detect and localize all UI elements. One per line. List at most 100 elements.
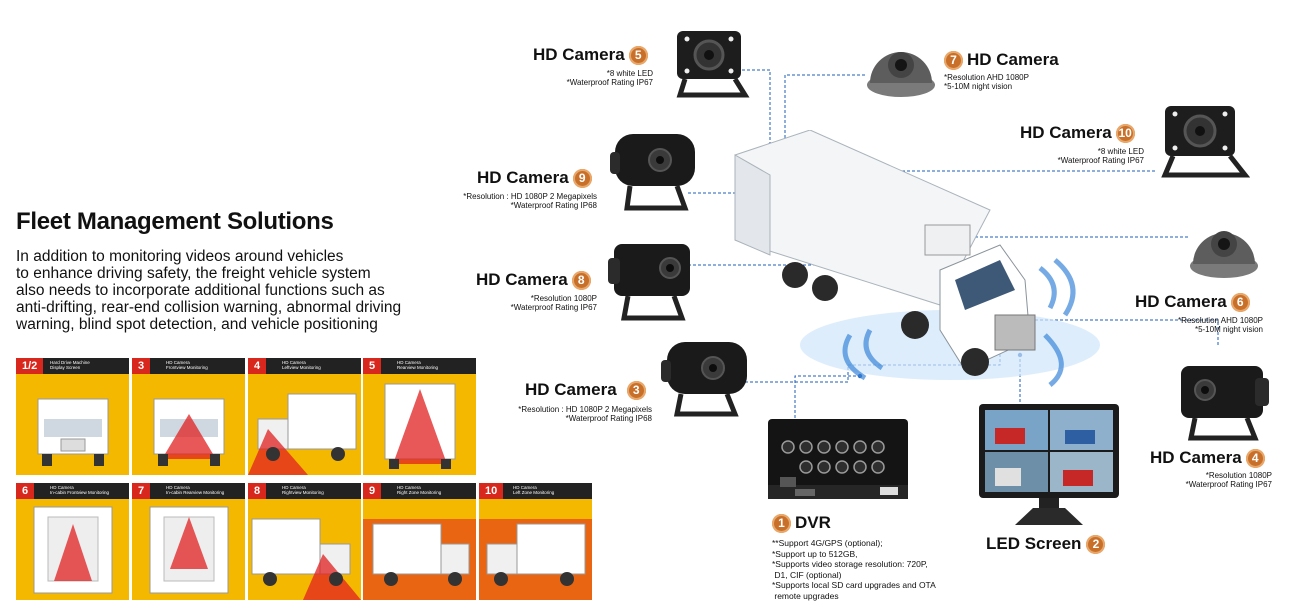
dvr-device-image [768,419,908,499]
truck-rear-illustration [384,383,456,469]
hd-camera-4-image [1181,366,1269,441]
camera-9-specs: *Resolution : HD 1080P 2 Megapixels *Wat… [445,192,597,210]
camera-3-specs: *Resolution : HD 1080P 2 Megapixels *Wat… [500,405,652,423]
camera-label-text: HD Camera [525,380,617,399]
hd-camera-5-image [676,31,750,98]
description-line: In addition to monitoring videos around … [16,248,344,265]
truck-side-illustration [363,519,476,600]
camera-7-specs: *Resolution AHD 1080P *5-10M night visio… [944,73,1029,91]
spec-line: *8 white LED [1097,147,1144,156]
spec-line: *Resolution 1080P [530,294,597,303]
truck-side-illustration [251,518,361,600]
camera-4-specs: *Resolution 1080P *Waterproof Rating IP6… [1162,471,1272,489]
camera-label-text: HD Camera [533,45,625,64]
cargo-interior-illustration [149,506,229,594]
tile-subtitle: In-cabin Rearview Monitoring [166,490,225,495]
led-number-badge: 2 [1086,534,1106,554]
spec-line: *Supports local SD card upgrades and OTA [772,580,936,590]
hd-camera-6-image [1190,231,1258,278]
hd-camera-3-image [661,342,747,417]
camera-4-label: HD Camera 4 [1150,448,1265,468]
led-label-text: LED Screen [986,534,1082,553]
camera-6-specs: *Resolution AHD 1080P *5-10M night visio… [1150,316,1263,334]
tile-title: HD Camera [282,485,306,490]
truck-illustration [734,130,1100,387]
spec-line: *Waterproof Rating IP67 [1185,480,1272,489]
camera-number-badge: 3 [626,380,646,400]
description: In addition to monitoring videos around … [16,248,446,333]
spec-line: *Resolution : HD 1080P 2 Megapixels [518,405,652,414]
description-line: warning, blind spot detection, and vehic… [16,316,378,333]
spec-line: *Waterproof Rating IP68 [510,201,597,210]
tile-title: HD Camera [166,360,190,365]
tile-number: 6 [16,483,35,499]
camera-number-badge: 4 [1245,448,1265,468]
camera-label-text: HD Camera [477,168,569,187]
truck-front-illustration [37,398,109,466]
truck-side-illustration [248,393,357,475]
tile-title: HD Camera [50,485,74,490]
spec-line: **Support 4G/GPS (optional); [772,538,883,548]
description-line: to enhance driving safety, the freight v… [16,265,371,282]
tile-title: HD Camera [397,485,421,490]
page-title: Fleet Management Solutions [16,208,334,235]
camera-6-label: HD Camera 6 [1135,292,1250,312]
camera-number-badge: 7 [944,50,963,70]
tile-subtitle: Display Screen [50,365,81,370]
tile-number: 1/2 [16,358,44,374]
tile-number: 10 [479,483,504,499]
spec-line: D1, CIF (optional) [772,569,842,580]
tile-subtitle: Rearview Monitoring [397,365,439,370]
camera-8-label: HD Camera 8 [476,270,591,290]
tile-title: HD Camera [397,360,421,365]
tile-subtitle: Left Zone Monitoring [513,490,555,495]
hd-camera-10-image [1161,106,1250,178]
spec-line: *Waterproof Rating IP67 [1057,156,1144,165]
tile-title: HD Camera [166,485,190,490]
tile-number: 9 [363,483,382,499]
camera-8-specs: *Resolution 1080P *Waterproof Rating IP6… [490,294,597,312]
spec-line: remote upgrades [772,590,839,601]
dvr-label: 1 DVR [772,513,831,533]
tile-title: HD Camera [282,360,306,365]
truck-front-illustration [153,398,225,466]
spec-line: *Resolution AHD 1080P [1178,316,1263,325]
camera-5-specs: *8 white LED *Waterproof Rating IP67 [540,69,653,87]
hd-camera-8-image [608,244,690,321]
spec-line: *8 white LED [606,69,653,78]
tile-number: 8 [248,483,267,499]
tile-subtitle: Rightview Monitoring [282,490,324,495]
tile-number: 3 [132,358,151,374]
tile-subtitle: Frontview Monitoring [166,365,208,370]
tile-number: 4 [248,358,267,374]
spec-line: *Waterproof Rating IP68 [565,414,652,423]
camera-label-text: HD Camera [967,50,1059,69]
camera-7-label: 7 HD Camera [944,50,1059,70]
led-screen-label: LED Screen 2 [986,534,1106,554]
camera-label-text: HD Camera [1020,123,1112,142]
description-line: also needs to incorporate additional fun… [16,282,385,299]
tile-title: HD Camera [513,485,537,490]
hd-camera-9-image [610,134,695,211]
dvr-number-badge: 1 [772,513,791,533]
spec-line: *Waterproof Rating IP67 [566,78,653,87]
dvr-label-text: DVR [795,513,831,532]
spec-line: *Resolution 1080P [1205,471,1272,480]
cargo-interior-illustration [33,506,113,594]
spec-line: *Waterproof Rating IP67 [510,303,597,312]
camera-number-badge: 5 [628,45,648,65]
spec-line: *5-10M night vision [1194,325,1263,334]
tile-title: Hard Drive Machine [50,360,90,365]
spec-line: *5-10M night vision [944,82,1013,91]
dvr-specs: **Support 4G/GPS (optional); *Support up… [772,538,936,601]
camera-9-label: HD Camera 9 [477,168,592,188]
tile-number: 7 [132,483,151,499]
tile-number: 5 [363,358,382,374]
